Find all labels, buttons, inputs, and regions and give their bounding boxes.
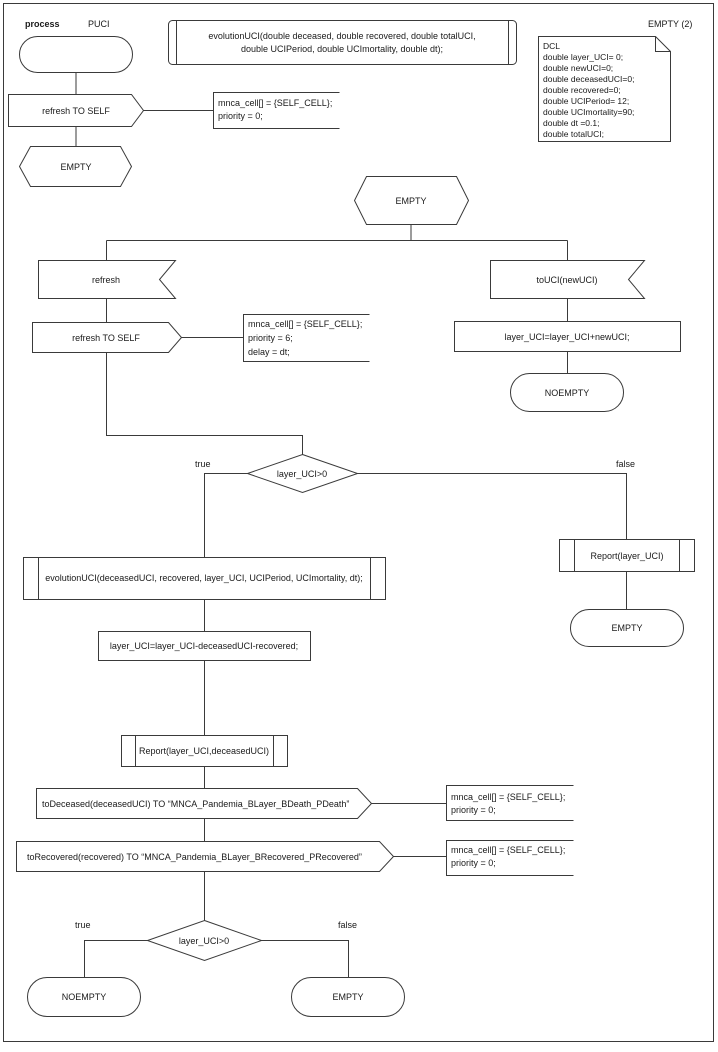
dcl-line: double UCIPeriod= 12;	[543, 96, 629, 106]
state-empty-main[interactable]: EMPTY	[353, 176, 470, 225]
call-label: Report(layer_UCI)	[590, 551, 663, 561]
output-refresh-to-self[interactable]: refresh TO SELF	[32, 322, 183, 353]
state-noempty-final[interactable]: NOEMPTY	[27, 977, 141, 1017]
comment-line: priority = 0;	[451, 805, 496, 815]
state-noempty-right[interactable]: NOEMPTY	[510, 373, 624, 412]
state-empty-false[interactable]: EMPTY	[570, 609, 684, 647]
process-keyword: process	[25, 19, 60, 29]
task-add-newuci[interactable]: layer_UCI=layer_UCI+newUCI;	[454, 321, 681, 352]
decision-layer-uci-positive[interactable]: layer_UCI>0	[245, 453, 360, 494]
comment-line: priority = 0;	[451, 858, 496, 868]
procedure-signature-box[interactable]: evolutionUCI(double deceased, double rec…	[168, 20, 517, 65]
page-frame	[3, 3, 714, 1042]
call-label: evolutionUCI(deceasedUCI, recovered, lay…	[45, 573, 362, 583]
false-label: false	[616, 459, 635, 469]
start-symbol[interactable]	[19, 36, 133, 73]
input-label: refresh	[92, 275, 120, 285]
dcl-line: double dt =0.1;	[543, 118, 599, 128]
input-refresh[interactable]: refresh	[38, 260, 177, 299]
state-empty-final[interactable]: EMPTY	[291, 977, 405, 1017]
dcl-line: DCL	[543, 41, 560, 51]
task-label: layer_UCI=layer_UCI-deceasedUCI-recovere…	[110, 641, 298, 651]
comment-start[interactable]: mnca_cell[] = {SELF_CELL}; priority = 0;	[213, 92, 340, 129]
signature-line-2: double UCIPeriod, double UCImortality, d…	[241, 44, 443, 54]
decision-label: layer_UCI>0	[179, 936, 229, 946]
comment-line: mnca_cell[] = {SELF_CELL};	[248, 319, 362, 329]
procedure-call-evolutionuci[interactable]: evolutionUCI(deceasedUCI, recovered, lay…	[23, 557, 386, 600]
decision-label: layer_UCI>0	[277, 469, 327, 479]
comment-line: delay = dt;	[248, 347, 290, 357]
procedure-call-report[interactable]: Report(layer_UCI)	[559, 539, 695, 572]
false-label: false	[338, 920, 357, 930]
input-touci[interactable]: toUCI(newUCI)	[490, 260, 646, 299]
call-label: Report(layer_UCI,deceasedUCI)	[139, 746, 269, 756]
comment-line: mnca_cell[] = {SELF_CELL};	[218, 98, 332, 108]
output-label: toRecovered(recovered) TO “MNCA_Pandemia…	[27, 852, 362, 862]
comment-deceased[interactable]: mnca_cell[] = {SELF_CELL}; priority = 0;	[446, 785, 574, 821]
procedure-call-report-deceased[interactable]: Report(layer_UCI,deceasedUCI)	[121, 735, 288, 767]
comment-line: mnca_cell[] = {SELF_CELL};	[451, 792, 565, 802]
flow-line	[106, 352, 303, 455]
output-label: toDeceased(deceasedUCI) TO “MNCA_Pandemi…	[42, 799, 349, 809]
process-name: PUCI	[88, 19, 110, 29]
comment-line: priority = 0;	[218, 111, 263, 121]
comment-line: priority = 6;	[248, 333, 293, 343]
state-empty-start[interactable]: EMPTY	[18, 146, 133, 187]
flow-line	[204, 473, 248, 558]
flow-line	[261, 940, 349, 978]
output-label: refresh TO SELF	[72, 333, 140, 343]
dcl-line: double newUCI=0;	[543, 63, 613, 73]
true-label: true	[195, 459, 211, 469]
flow-line	[84, 940, 148, 978]
declaration-note[interactable]: DCL double layer_UCI= 0; double newUCI=0…	[538, 36, 671, 142]
state-label: EMPTY	[332, 992, 363, 1002]
dcl-line: double recovered=0;	[543, 85, 621, 95]
output-to-recovered[interactable]: toRecovered(recovered) TO “MNCA_Pandemia…	[16, 841, 395, 872]
output-to-deceased[interactable]: toDeceased(deceasedUCI) TO “MNCA_Pandemi…	[36, 788, 373, 819]
state-label: NOEMPTY	[545, 388, 590, 398]
signature-line-1: evolutionUCI(double deceased, double rec…	[208, 31, 475, 41]
dcl-line: double UCImortality=90;	[543, 107, 634, 117]
state-label: EMPTY	[60, 162, 91, 172]
comment-line: mnca_cell[] = {SELF_CELL};	[451, 845, 565, 855]
comment-recovered[interactable]: mnca_cell[] = {SELF_CELL}; priority = 0;	[446, 840, 574, 876]
input-label: toUCI(newUCI)	[536, 275, 597, 285]
dcl-line: double layer_UCI= 0;	[543, 52, 623, 62]
output-refresh-to-self-start[interactable]: refresh TO SELF	[8, 94, 145, 127]
state-label: NOEMPTY	[62, 992, 107, 1002]
dcl-line: double totalUCI;	[543, 129, 604, 139]
state-label: EMPTY	[611, 623, 642, 633]
state-label: EMPTY	[395, 196, 426, 206]
flow-line	[357, 473, 627, 540]
task-label: layer_UCI=layer_UCI+newUCI;	[504, 332, 629, 342]
task-update-layer-uci[interactable]: layer_UCI=layer_UCI-deceasedUCI-recovere…	[98, 631, 311, 661]
dcl-line: double deceasedUCI=0;	[543, 74, 634, 84]
decision-layer-uci-positive-2[interactable]: layer_UCI>0	[145, 919, 264, 962]
comment-refresh[interactable]: mnca_cell[] = {SELF_CELL}; priority = 6;…	[243, 314, 370, 362]
true-label: true	[75, 920, 91, 930]
output-label: refresh TO SELF	[42, 106, 110, 116]
page-label: EMPTY (2)	[648, 19, 692, 29]
